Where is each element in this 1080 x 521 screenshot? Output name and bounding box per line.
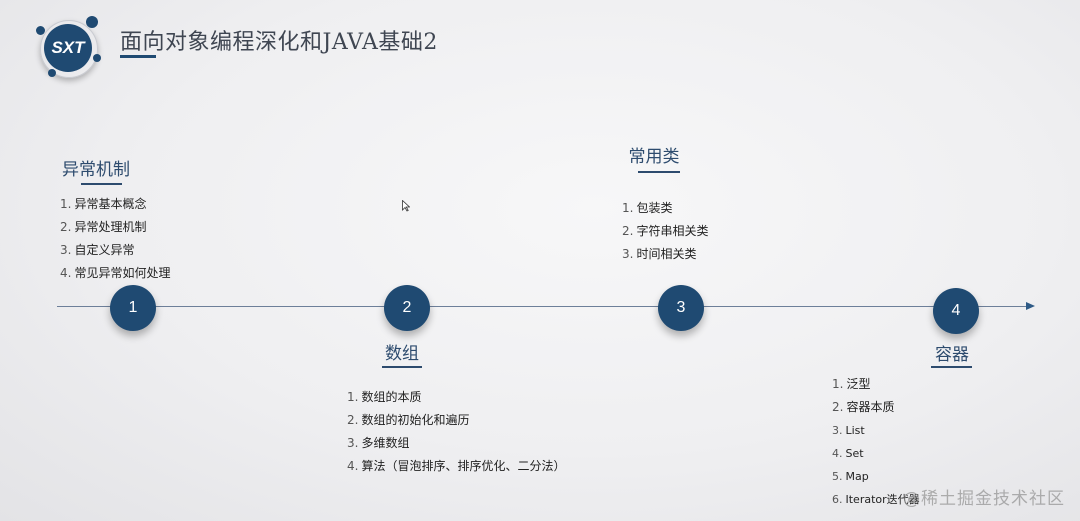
common-classes-list: 1.包装类 2.字符串相关类 3.时间相关类 <box>622 197 708 266</box>
sxt-logo: SXT <box>28 14 108 82</box>
list-item: 2.异常处理机制 <box>60 220 147 234</box>
list-item: 1.异常基本概念 <box>60 197 147 211</box>
exceptions-list: 1.异常基本概念 2.异常处理机制 3.自定义异常 4.常见异常如何处理 <box>60 193 170 285</box>
list-item: 4.常见异常如何处理 <box>60 266 171 280</box>
heading-underline <box>382 366 422 368</box>
timeline-node-1: 1 <box>110 285 156 331</box>
page-title: 面向对象编程深化和JAVA基础2 <box>120 30 438 55</box>
logo-dot <box>48 69 56 77</box>
list-item: 2.字符串相关类 <box>622 224 709 238</box>
heading-underline <box>931 366 972 368</box>
list-item: 4.Set <box>832 447 864 460</box>
list-item: 2.容器本质 <box>832 400 895 414</box>
list-item: 6.Iterator迭代器 <box>832 493 920 506</box>
section-heading-exceptions: 异常机制 <box>62 160 130 180</box>
list-item: 3.时间相关类 <box>622 247 697 261</box>
title-underline <box>120 55 156 58</box>
list-item: 3.自定义异常 <box>60 243 135 257</box>
section-heading-arrays: 数组 <box>385 344 419 364</box>
containers-list: 1.泛型 2.容器本质 3.List 4.Set 5.Map 6.Iterato… <box>832 373 920 511</box>
heading-underline <box>638 171 680 173</box>
timeline-node-4: 4 <box>933 288 979 334</box>
logo-dot <box>93 54 101 62</box>
logo-dot <box>86 16 98 28</box>
logo-text: SXT <box>44 24 92 72</box>
timeline-node-2: 2 <box>384 285 430 331</box>
list-item: 1.数组的本质 <box>347 390 422 404</box>
list-item: 3.多维数组 <box>347 436 410 450</box>
logo-ring <box>40 20 98 78</box>
section-heading-common-classes: 常用类 <box>628 147 680 167</box>
arrays-list: 1.数组的本质 2.数组的初始化和遍历 3.多维数组 4.算法（冒泡排序、排序优… <box>347 386 565 478</box>
watermark: @稀土掘金技术社区 <box>903 489 1065 509</box>
heading-underline <box>81 183 122 185</box>
list-item: 5.Map <box>832 470 869 483</box>
list-item: 4.算法（冒泡排序、排序优化、二分法） <box>347 459 566 473</box>
section-heading-containers: 容器 <box>935 345 969 365</box>
timeline-axis <box>57 306 1027 307</box>
list-item: 1.泛型 <box>832 377 871 391</box>
list-item: 3.List <box>832 424 865 437</box>
timeline-node-3: 3 <box>658 285 704 331</box>
list-item: 1.包装类 <box>622 201 673 215</box>
timeline-arrow-icon <box>1026 302 1035 310</box>
mouse-cursor-icon <box>402 200 410 212</box>
logo-dot <box>36 26 45 35</box>
list-item: 2.数组的初始化和遍历 <box>347 413 470 427</box>
